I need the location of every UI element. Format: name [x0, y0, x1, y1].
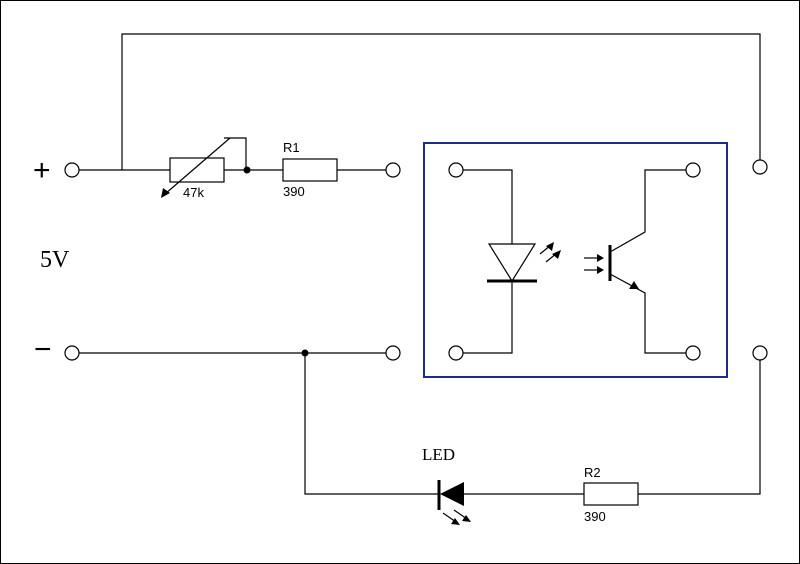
transistor-emitter-arrow: [629, 281, 639, 289]
opto-ray-2-head: [552, 250, 561, 259]
transistor-collector-wire: [609, 169, 686, 253]
potentiometer: 47k: [161, 137, 247, 200]
resistor-r2: R2 390: [583, 465, 639, 524]
terminal-minus-out[interactable]: [385, 345, 401, 361]
supply-voltage-label: 5V: [40, 247, 70, 273]
plus-sign: +: [33, 154, 51, 187]
r2-value: 390: [584, 509, 606, 524]
terminal-feedback-bottom[interactable]: [752, 345, 768, 361]
terminal-r1-out[interactable]: [385, 162, 401, 178]
transistor-emitter-wire: [609, 273, 686, 354]
led-body: [440, 482, 464, 506]
terminal-opto-anode[interactable]: [448, 162, 464, 178]
minus-to-led-wire: [304, 353, 438, 495]
led-ray-2-head: [462, 515, 471, 522]
terminal-opto-collector[interactable]: [685, 162, 701, 178]
terminal-plus[interactable]: [64, 162, 80, 178]
opto-phototransistor: [584, 169, 686, 354]
led-label: LED: [422, 445, 455, 464]
r2-name: R2: [584, 465, 601, 480]
feedback-wire: [121, 33, 761, 170]
r2-to-terminal-wire: [638, 360, 761, 495]
potentiometer-arrow-line: [164, 137, 231, 195]
opto-led-diode: [487, 242, 561, 283]
opto-diode-triangle: [487, 243, 537, 283]
optocoupler-box: [423, 142, 728, 378]
photo-ray-2-head: [597, 266, 604, 274]
potentiometer-arrowhead: [161, 188, 170, 198]
opto-ray-1-head: [546, 242, 554, 251]
terminal-minus[interactable]: [64, 345, 80, 361]
minus-sign: −: [34, 333, 52, 366]
resistor-r1: R1 390: [282, 140, 338, 199]
r1-name: R1: [283, 140, 300, 155]
potentiometer-value: 47k: [183, 185, 204, 200]
potentiometer-wiper-wire: [224, 137, 247, 170]
terminal-opto-cathode[interactable]: [448, 345, 464, 361]
indicator-led: LED: [422, 445, 471, 525]
led-ray-1-head: [451, 518, 460, 525]
photo-ray-1-head: [597, 254, 604, 262]
r1-body: [282, 158, 338, 182]
r1-value: 390: [283, 184, 305, 199]
junction-dot-top: [243, 166, 251, 174]
potentiometer-body: [169, 157, 225, 183]
r2-body: [583, 482, 639, 506]
terminal-opto-emitter[interactable]: [685, 345, 701, 361]
terminal-feedback-top[interactable]: [752, 159, 768, 175]
